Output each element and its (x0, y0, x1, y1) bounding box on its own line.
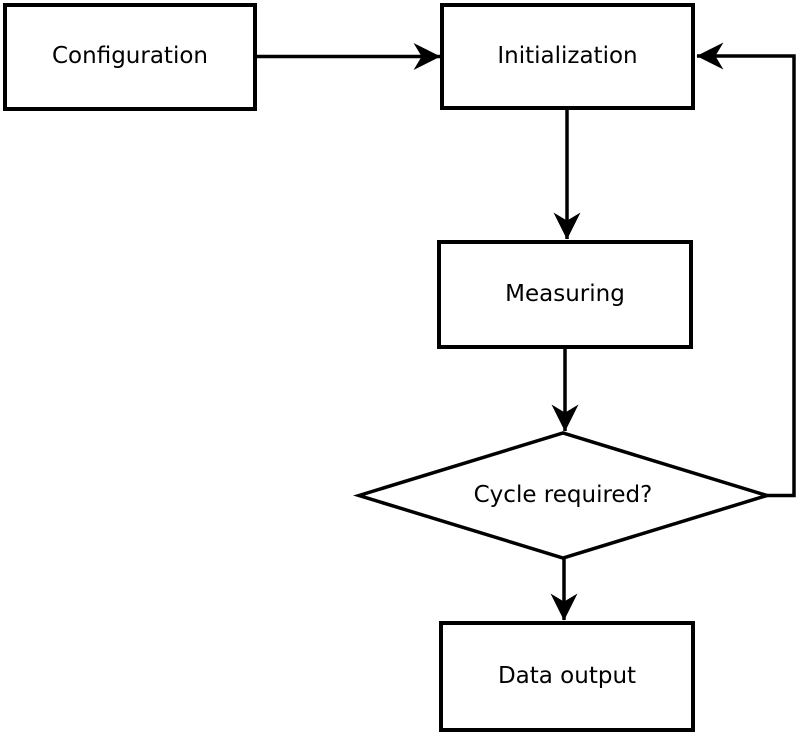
node-measuring-label: Measuring (505, 280, 625, 307)
node-cycle-required-label: Cycle required? (473, 482, 653, 508)
node-data-output: Data output (439, 621, 695, 732)
node-data-output-label: Data output (497, 662, 637, 689)
node-configuration: Configuration (3, 3, 257, 111)
node-initialization: Initialization (440, 3, 695, 110)
node-measuring: Measuring (437, 240, 693, 349)
node-configuration-label: Configuration (52, 43, 208, 70)
node-initialization-label: Initialization (497, 42, 638, 69)
edge-decision-initialization-feedback (696, 42, 796, 498)
